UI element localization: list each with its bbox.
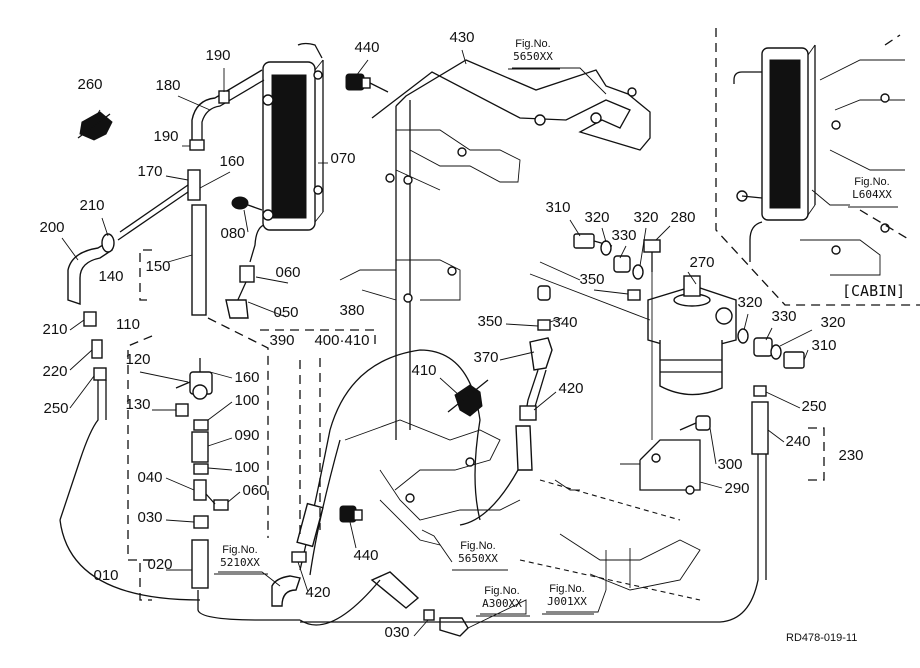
part-labels: 260 180 190 190 160 170 070 210 200 080 150 140 060 0…	[39, 29, 863, 641]
part-label-p430: 430	[449, 29, 474, 46]
part-label-p410: 410	[411, 362, 436, 379]
part-label-p180: 180	[155, 77, 180, 94]
part-label-p380: 380	[339, 302, 364, 319]
part-label-p440b: 440	[354, 39, 379, 56]
part-label-p420b: 420	[558, 380, 583, 397]
part-label-p250a: 250	[43, 400, 68, 417]
cabin-oil-cooler-drawing	[733, 34, 911, 276]
fig-ref-label: Fig.No.	[515, 38, 550, 50]
part-label-p150: 150	[145, 258, 170, 275]
fig-ref-code: 5650XX	[513, 50, 553, 63]
fig-ref-rJ001: Fig.No.J001XX	[547, 583, 587, 608]
fig-ref-r5650b: Fig.No.5650XX	[458, 540, 498, 565]
cabin-label: [CABIN]	[842, 282, 905, 300]
part-label-p110: 110	[116, 316, 140, 333]
left-hose-assembly	[59, 69, 300, 621]
part-label-p010: 010	[93, 567, 118, 584]
part-label-p190b: 190	[153, 128, 178, 145]
fig-ref-code: 5210XX	[220, 556, 260, 569]
drawing-geometry	[59, 28, 920, 637]
fig-ref-r5650a: Fig.No.5650XX	[513, 38, 553, 63]
part-label-p090: 090	[234, 427, 259, 444]
part-label-p320b: 320	[633, 209, 658, 226]
part-label-p290: 290	[724, 480, 749, 497]
fig-ref-label: Fig.No.	[222, 544, 257, 556]
part-label-p280: 280	[670, 209, 695, 226]
part-label-p260: 260	[77, 76, 102, 93]
center-hose-assembly	[271, 285, 553, 637]
part-label-p370: 370	[473, 349, 498, 366]
part-label-p080: 080	[220, 225, 245, 242]
part-label-p240: 240	[785, 433, 810, 450]
part-label-p350a: 350	[477, 313, 502, 330]
fig-ref-code: J001XX	[547, 595, 587, 608]
frame-bracket-drawing	[339, 59, 651, 546]
oil-cooler-drawing	[262, 42, 324, 231]
part-label-p060b: 060	[242, 482, 267, 499]
figure-references: Fig.No.5650XXFig.No.5650XXFig.No.5210XXF…	[220, 38, 892, 610]
part-label-p140: 140	[98, 268, 123, 285]
part-label-p060a: 060	[275, 264, 300, 281]
part-label-p120: 120	[125, 351, 150, 368]
fig-ref-r5210: Fig.No.5210XX	[220, 544, 260, 569]
fig-ref-label: Fig.No.	[549, 583, 584, 595]
group-brackets	[127, 249, 825, 601]
part-label-p190a: 190	[205, 47, 230, 64]
part-label-p250b: 250	[801, 398, 826, 415]
part-label-p320d: 320	[820, 314, 845, 331]
part-label-p330a: 330	[611, 227, 636, 244]
part-label-p170: 170	[137, 163, 162, 180]
part-label-p220: 220	[42, 363, 67, 380]
fig-ref-code: L604XX	[852, 188, 892, 201]
part-label-p420a: 420	[305, 584, 330, 601]
cabin-inset-border	[715, 28, 920, 306]
part-label-p200: 200	[39, 219, 64, 236]
part-label-p310b: 310	[811, 337, 836, 354]
part-label-p160a: 160	[219, 153, 244, 170]
part-label-p040: 040	[137, 469, 162, 486]
part-label-p030a: 030	[137, 509, 162, 526]
part-label-p070: 070	[330, 150, 355, 167]
part-label-p020: 020	[147, 556, 172, 573]
part-label-p320c: 320	[737, 294, 762, 311]
leader-lines	[61, 49, 898, 637]
fig-ref-label: Fig.No.	[854, 176, 889, 188]
fig-ref-label: Fig.No.	[460, 540, 495, 552]
part-label-p210a: 210	[79, 197, 104, 214]
part-label-p100a: 100	[234, 392, 259, 409]
part-label-p400: 400·410	[314, 332, 369, 349]
fig-ref-label: Fig.No.	[484, 585, 519, 597]
part-label-p230: 230	[838, 447, 863, 464]
part-label-p130: 130	[125, 396, 150, 413]
fig-ref-code: 5650XX	[458, 552, 498, 565]
fuel-filter-drawing	[300, 233, 805, 623]
part-label-p300: 300	[717, 456, 742, 473]
part-label-p100b: 100	[234, 459, 259, 476]
part-label-p050: 050	[273, 304, 298, 321]
part-label-p320a: 320	[584, 209, 609, 226]
bolt-440-top	[345, 73, 389, 93]
drawing-code: RD478-019-11	[786, 632, 857, 644]
part-label-p350b: 350	[579, 271, 604, 288]
part-label-p270: 270	[689, 254, 714, 271]
part-label-p030b: 030	[384, 624, 409, 641]
part-label-p390: 390	[269, 332, 294, 349]
fig-ref-code: A300XX	[482, 597, 522, 610]
fig-ref-rL604: Fig.No.L604XX	[852, 176, 892, 201]
part-label-p330b: 330	[771, 308, 796, 325]
part-label-p210b: 210	[42, 321, 67, 338]
part-label-p310a: 310	[545, 199, 570, 216]
part-label-p440a: 440	[353, 547, 378, 564]
fig-ref-rA300: Fig.No.A300XX	[482, 585, 522, 610]
part-label-p340: 340	[552, 314, 577, 331]
part-label-p160b: 160	[234, 369, 259, 386]
